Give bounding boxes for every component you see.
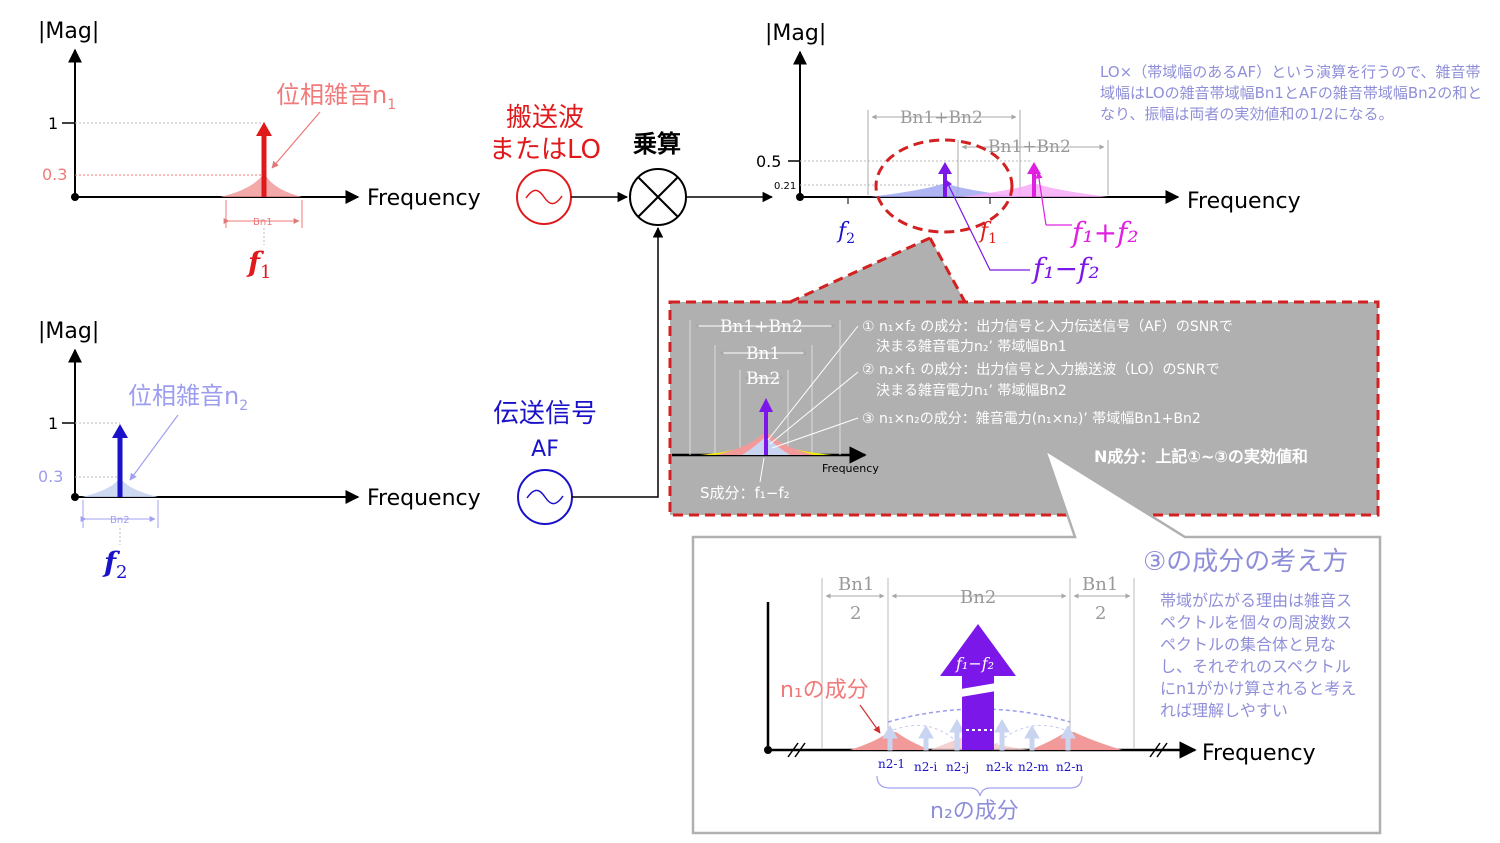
f2-tick-label: f2 (836, 219, 855, 247)
y-tick-1: 1 (48, 114, 58, 133)
zoom-item-2a: ② n₂×f₁ の成分：出力信号と入力搬送波（LO）のSNRで (862, 362, 1220, 378)
n2-component: n₂の成分 (930, 799, 1019, 824)
signal-source: 伝送信号 AF (493, 399, 597, 525)
f2-label: f2 (102, 546, 128, 583)
y-tick-05: 0.5 (756, 152, 781, 171)
mag-label: |Mag| (38, 319, 99, 344)
y-tick-021: 0.21 (774, 181, 796, 192)
bw-bn1: Bn1 (253, 217, 273, 228)
detail-callout: ③の成分の考え方 Frequency Bn1 2 Bn2 Bn1 2 (691, 447, 1382, 835)
bw-sum-1: Bn1+Bn2 (900, 108, 983, 128)
s-component: S成分：f₁−f₂ (700, 484, 790, 502)
detail-freq: Frequency (1202, 741, 1316, 766)
tick-n2-i: n2-i (914, 760, 937, 774)
spectrum-f2: |Mag| 1 0.3 Frequency 位相雑音n2 Bn2 f2 (38, 319, 481, 583)
tick-n2-m: n2-m (1018, 760, 1049, 774)
y-tick-03: 0.3 (42, 165, 67, 184)
n-component: N成分：上記①~③の実効値和 (1094, 447, 1308, 466)
detail-arrow-label: f₁−f₂ (955, 654, 994, 673)
f1-label: f1 (246, 246, 272, 283)
signal-label-2: AF (531, 437, 559, 462)
noise-n2-label: 位相雑音n2 (128, 382, 248, 414)
spectrum-f1: |Mag| 1 0.3 Frequency 位相雑音n1 Bn1 f1 (38, 19, 481, 283)
sum-freq-label: f₁+f₂ (1070, 216, 1139, 249)
carrier-label-1: 搬送波 (506, 103, 584, 133)
spectrum-output: |Mag| 0.5 0.21 Frequency Bn1+Bn2 Bn1+Bn2… (756, 21, 1301, 285)
freq-label: Frequency (1187, 189, 1301, 214)
tick-n2-1: n2-1 (878, 757, 905, 771)
y-tick-03: 0.3 (38, 467, 63, 486)
bw-sum-2: Bn1+Bn2 (988, 137, 1071, 157)
zoom-bw1: Bn1 (746, 344, 780, 364)
zoom-item-3: ③ n₁×n₂の成分：雑音電力(n₁×n₂)’ 帯域幅Bn1+Bn2 (862, 410, 1201, 427)
multiply-label: 乗算 (633, 130, 681, 158)
n1-component: n₁の成分 (780, 678, 869, 703)
zoom-callout: Bn1+Bn2 Bn1 Bn2 Frequency ① n₁×f₂ の成分：出力… (668, 236, 1380, 517)
diff-freq-label: f₁−f₂ (1031, 252, 1100, 285)
tick-n2-j: n2-j (946, 760, 969, 774)
mixer: 乗算 (629, 130, 687, 226)
signal-label-1: 伝送信号 (493, 399, 597, 429)
zoom-freq: Frequency (822, 462, 879, 475)
detail-title: ③の成分の考え方 (1143, 547, 1348, 577)
zoom-item-2b: 決まる雑音電力n₁’ 帯域幅Bn2 (876, 382, 1067, 399)
noise-n1-label: 位相雑音n1 (276, 81, 396, 113)
carrier-source: 搬送波 またはLO (489, 103, 601, 225)
tick-n2-k: n2-k (986, 760, 1013, 774)
detail-note: 帯域が広がる理由は雑音スペクトルを個々の周波数スペクトルの集合体と見なし、それぞ… (1160, 591, 1357, 720)
bn2-span: Bn2 (960, 587, 996, 608)
note-top: LO×（帯域幅のあるAF）という演算を行うので、雑音帯域幅はLOの雑音帯域幅Bn… (1100, 63, 1483, 123)
mag-label: |Mag| (765, 21, 826, 46)
zoom-item-1a: ① n₁×f₂ の成分：出力信号と入力伝送信号（AF）のSNRで (862, 319, 1233, 335)
bn1-half-bot: 2 (850, 603, 861, 624)
bn1-half-top-r: Bn1 (1082, 574, 1118, 595)
carrier-label-2: またはLO (489, 135, 601, 165)
bn1-half-top: Bn1 (838, 574, 874, 595)
bw-bn2: Bn2 (110, 515, 130, 526)
mag-label: |Mag| (38, 19, 99, 44)
tick-n2-n: n2-n (1056, 760, 1083, 774)
freq-label: Frequency (367, 186, 481, 211)
zoom-item-1b: 決まる雑音電力n₂’ 帯域幅Bn1 (876, 338, 1067, 355)
zoom-bw2: Bn2 (746, 369, 780, 389)
zoom-ellipse (874, 138, 1014, 234)
bn1-half-bot-r: 2 (1095, 603, 1106, 624)
freq-label: Frequency (367, 486, 481, 511)
y-tick-1: 1 (48, 414, 58, 433)
zoom-bw-sum: Bn1+Bn2 (720, 317, 803, 337)
